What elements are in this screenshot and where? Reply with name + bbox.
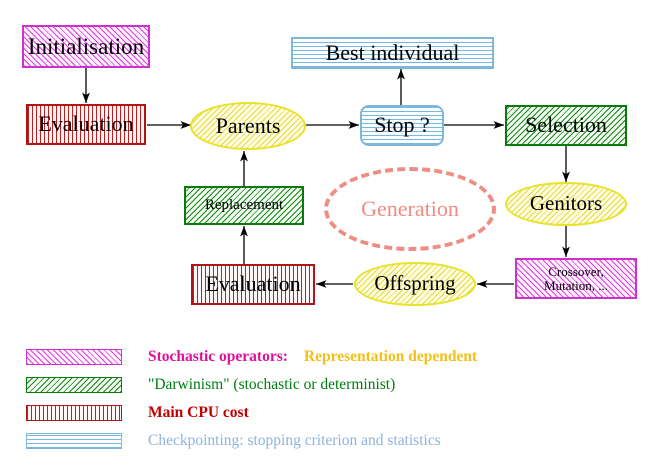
generation-label: Generation (361, 196, 459, 221)
legend-row-darwinism: "Darwinism" (stochastic or determinist) (26, 374, 395, 396)
node-initialisation[interactable]: Initialisation (22, 25, 150, 68)
node-crossover-label-line1: Crossover, (548, 264, 604, 280)
node-crossover-label-line2: Mutation, ... (544, 277, 608, 293)
node-stop[interactable]: Stop ? (360, 105, 444, 146)
node-parents-label: Parents (215, 112, 281, 138)
node-replacement-label: Replacement (204, 196, 284, 213)
legend-label-main-cpu-cost: Main CPU cost (148, 404, 249, 421)
legend-row-main-cpu-cost: Main CPU cost (26, 402, 249, 424)
node-initialisation-label: Initialisation (27, 33, 145, 59)
legend-label-checkpointing: Checkpointing: stopping criterion and st… (148, 432, 441, 449)
legend-swatch-magenta-diagonal-hatch (26, 349, 122, 365)
node-best-individual-label: Best individual (325, 39, 460, 65)
legend: Stochastic operators: Representation depe… (0, 336, 662, 471)
node-offspring[interactable]: Offspring (354, 262, 476, 306)
legend-label-representation-dependent: Representation dependent (303, 348, 478, 365)
node-evaluation-top-label: Evaluation (38, 111, 134, 137)
node-best-individual[interactable]: Best individual (291, 37, 494, 69)
legend-text-stochastic-operators: Stochastic operators: Representation depe… (148, 348, 477, 366)
node-selection-label: Selection (525, 112, 607, 138)
node-evaluation-top[interactable]: Evaluation (26, 104, 146, 145)
legend-swatch-red-vertical-hatch (26, 405, 122, 421)
node-crossover-mutation[interactable]: Crossover, Mutation, ... (515, 258, 637, 299)
node-evaluation-bottom[interactable]: Evaluation (191, 264, 315, 305)
node-genitors[interactable]: Genitors (505, 182, 627, 226)
node-genitors-label: Genitors (529, 191, 603, 216)
node-replacement[interactable]: Replacement (184, 186, 304, 225)
legend-swatch-blue-horizontal-hatch (26, 433, 122, 449)
node-offspring-label: Offspring (374, 271, 456, 296)
legend-row-stochastic-operators: Stochastic operators: Representation depe… (26, 346, 477, 368)
generation-annotation: Generation (324, 167, 496, 251)
node-selection[interactable]: Selection (505, 105, 627, 146)
node-parents[interactable]: Parents (190, 102, 306, 150)
node-evaluation-bottom-label: Evaluation (205, 271, 301, 297)
legend-row-checkpointing: Checkpointing: stopping criterion and st… (26, 430, 441, 452)
legend-swatch-green-diagonal-hatch (26, 377, 122, 393)
legend-label-stochastic-operators: Stochastic operators: (148, 348, 288, 365)
node-stop-label: Stop ? (374, 112, 430, 138)
legend-label-darwinism: "Darwinism" (stochastic or determinist) (148, 376, 396, 393)
